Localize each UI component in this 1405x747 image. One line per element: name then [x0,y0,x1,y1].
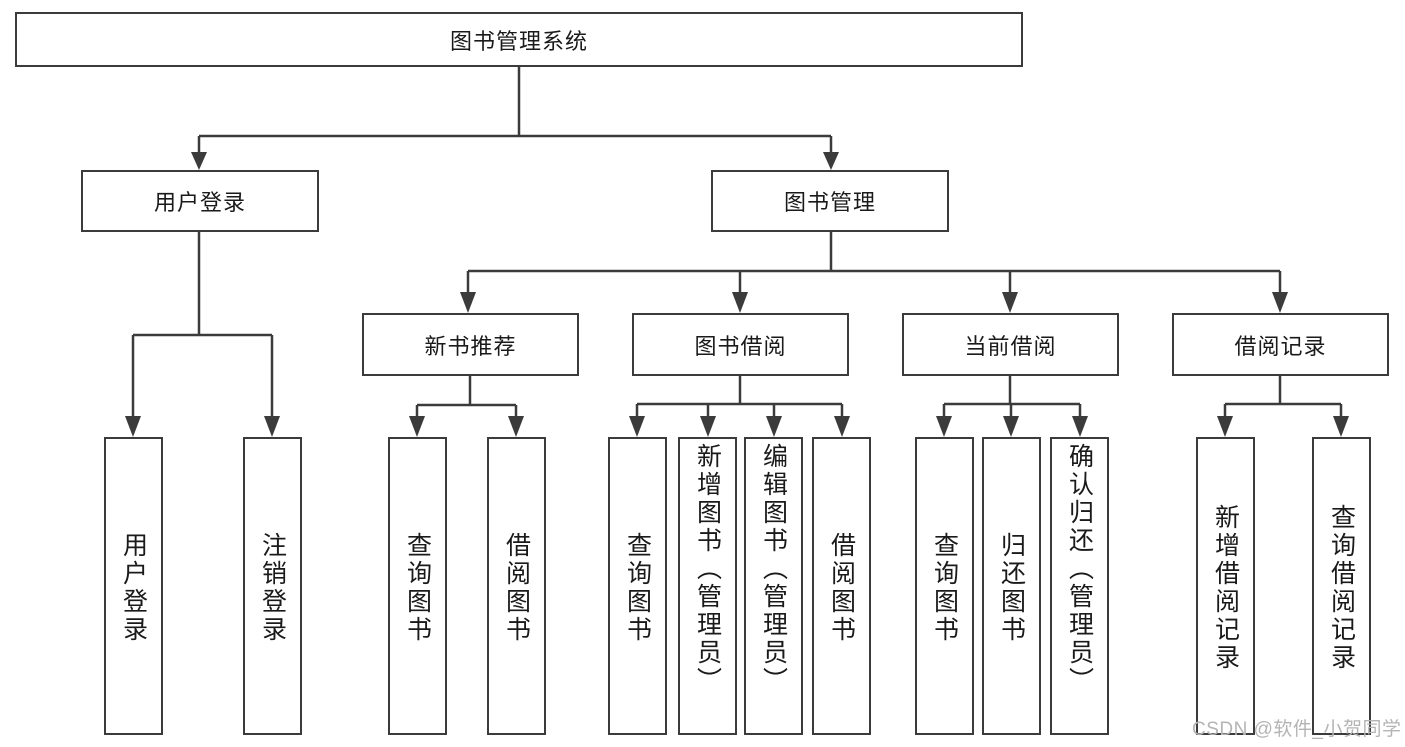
leaf-return-book-label: 归还图书 [997,532,1026,644]
leaf-user-login-label: 用户登录 [119,532,148,644]
node-root-system-label: 图书管理系统 [449,28,588,54]
leaf-query-book-1[interactable]: 查询图书 [388,437,447,735]
leaf-confirm-return-label: 确认归还（管理员） [1065,443,1094,695]
leaf-add-book[interactable]: 新增图书（管理员） [678,437,737,735]
node-book-borrow[interactable]: 图书借阅 [632,313,849,376]
node-borrow-record[interactable]: 借阅记录 [1172,313,1389,376]
node-new-book-recommend[interactable]: 新书推荐 [362,313,579,376]
leaf-edit-book-label: 编辑图书（管理员） [759,443,788,695]
leaf-borrow-book-2-label: 借阅图书 [827,532,856,644]
leaf-confirm-return[interactable]: 确认归还（管理员） [1050,437,1109,735]
node-borrow-record-label: 借阅记录 [1234,333,1327,359]
leaf-borrow-book-2[interactable]: 借阅图书 [812,437,871,735]
leaf-add-book-label: 新增图书（管理员） [693,443,722,695]
leaf-add-borrow-record-label: 新增借阅记录 [1211,504,1240,672]
leaf-logout-login[interactable]: 注销登录 [243,437,302,735]
node-current-borrow[interactable]: 当前借阅 [902,313,1119,376]
leaf-borrow-book-1-label: 借阅图书 [502,532,531,644]
leaf-borrow-book-1[interactable]: 借阅图书 [487,437,546,735]
watermark-text: CSDN @软件_小贺同学 [1192,719,1402,740]
node-book-borrow-label: 图书借阅 [694,333,787,359]
leaf-query-book-3[interactable]: 查询图书 [915,437,974,735]
node-user-login-label: 用户登录 [153,190,246,215]
leaf-logout-login-label: 注销登录 [258,532,287,644]
node-book-management[interactable]: 图书管理 [711,170,949,232]
node-book-management-label: 图书管理 [783,190,876,215]
leaf-query-borrow-record-label: 查询借阅记录 [1327,504,1356,672]
node-new-book-recommend-label: 新书推荐 [424,333,517,359]
leaf-query-book-2-label: 查询图书 [623,532,652,644]
leaf-query-book-1-label: 查询图书 [403,532,432,644]
node-user-login[interactable]: 用户登录 [81,170,319,232]
leaf-add-borrow-record[interactable]: 新增借阅记录 [1196,437,1255,735]
leaf-user-login[interactable]: 用户登录 [104,437,163,735]
leaf-edit-book[interactable]: 编辑图书（管理员） [744,437,803,735]
leaf-query-borrow-record[interactable]: 查询借阅记录 [1312,437,1371,735]
leaf-query-book-3-label: 查询图书 [930,532,959,644]
node-current-borrow-label: 当前借阅 [964,333,1057,359]
leaf-query-book-2[interactable]: 查询图书 [608,437,667,735]
leaf-return-book[interactable]: 归还图书 [982,437,1041,735]
node-root-system[interactable]: 图书管理系统 [15,12,1023,67]
